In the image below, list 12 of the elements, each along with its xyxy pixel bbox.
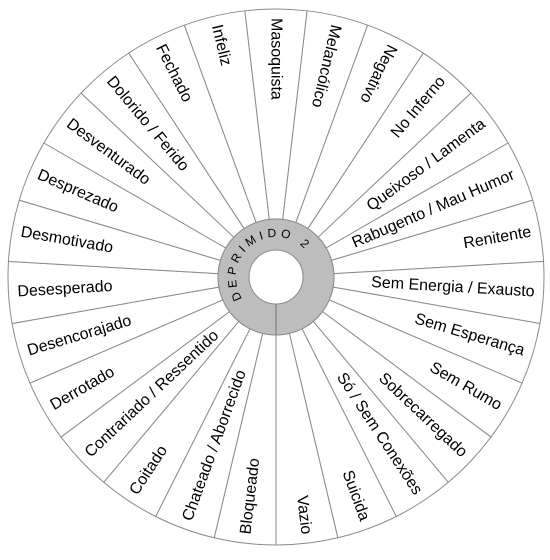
wheel-segment bbox=[276, 332, 338, 546]
segment-label: Vazio bbox=[293, 494, 314, 536]
segment-label: Bloqueado bbox=[238, 457, 264, 536]
segment-label: Suicida bbox=[338, 468, 373, 524]
segment-label: Renitente bbox=[462, 224, 533, 252]
wheel-segment bbox=[244, 8, 308, 220]
segment-label: Desmotivado bbox=[19, 224, 114, 257]
segment-label: Sem Energia / Exausto bbox=[370, 274, 536, 301]
segment-label: Masoquista bbox=[268, 18, 284, 100]
center-ring bbox=[218, 218, 334, 336]
segment-label: Desesperado bbox=[16, 278, 113, 301]
segment-label: Infeliz bbox=[208, 23, 234, 68]
